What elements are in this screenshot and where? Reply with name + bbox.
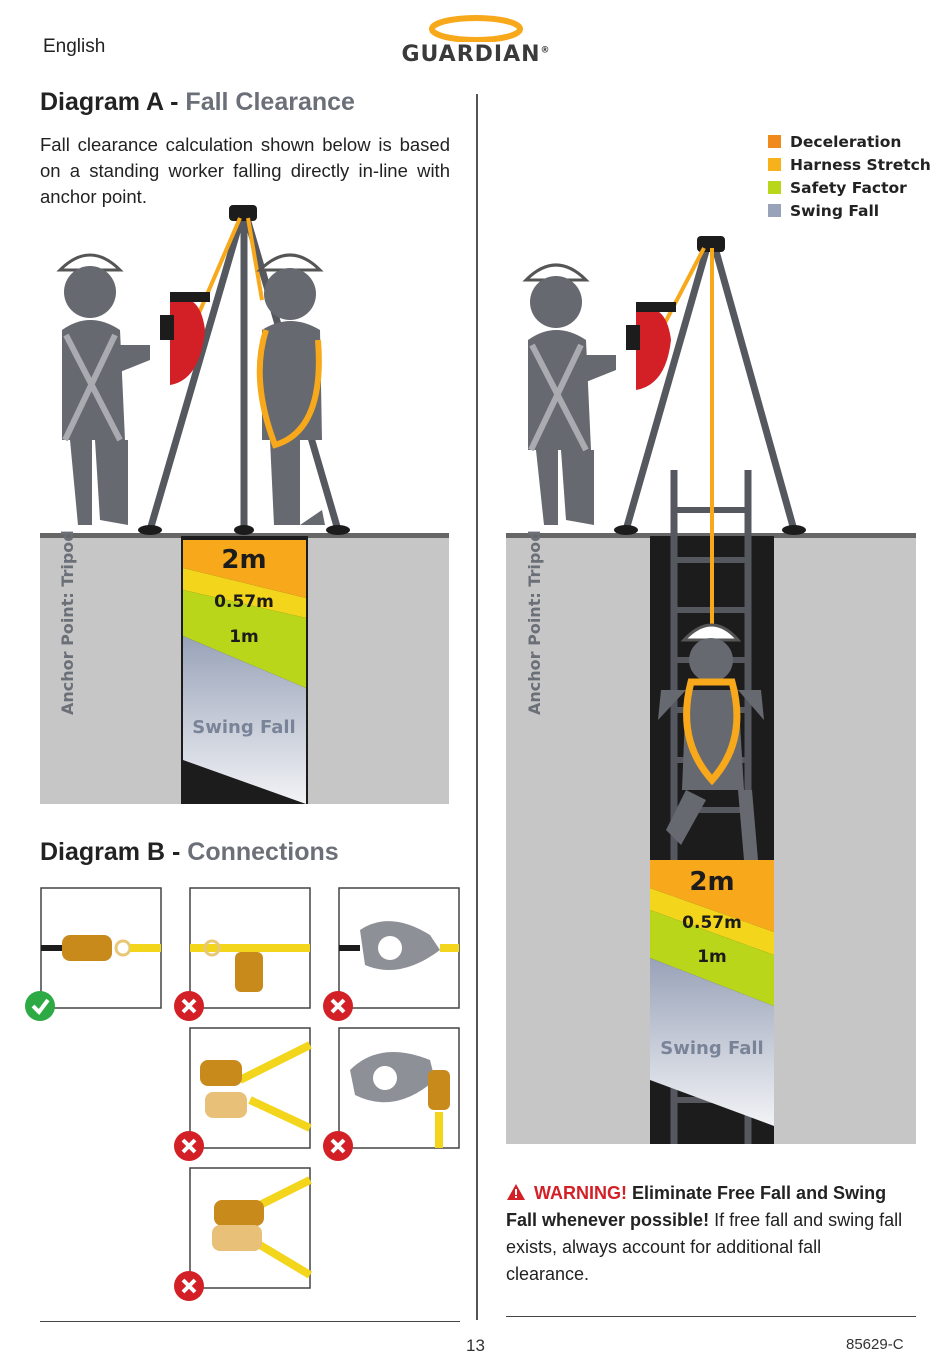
cross-icon	[174, 1131, 204, 1161]
winch-icon	[160, 292, 210, 385]
cross-icon	[323, 1131, 353, 1161]
harness-stretch-band	[183, 568, 306, 618]
cross-icon	[323, 991, 353, 1021]
worker-falling-icon	[658, 623, 764, 860]
swing-fall-band	[650, 958, 774, 1126]
legend: Deceleration Harness Stretch Safety Fact…	[768, 130, 931, 222]
diagram-a-title: Diagram A	[40, 88, 164, 116]
warning-bold-text: Eliminate Free Fall and Swing Fall whene…	[506, 1183, 887, 1230]
label-deceleration: 2m	[221, 545, 266, 575]
right-fall-illustration: 2m 0.57m 1m Swing Fall Anchor Point: Tri…	[506, 236, 916, 1144]
diagram-b-title: Diagram B	[40, 838, 166, 866]
legend-swatch	[768, 181, 781, 194]
connection-panel-incorrect	[323, 887, 460, 1021]
legend-swatch	[768, 204, 781, 217]
worker-left-icon	[56, 253, 150, 525]
connection-panel-incorrect	[174, 1167, 313, 1301]
cross-icon	[174, 1271, 204, 1301]
diagram-b-separator: -	[172, 838, 181, 866]
ground-right	[308, 536, 449, 804]
legend-label: Deceleration	[790, 132, 902, 151]
ground-left	[40, 536, 181, 804]
ground-surface	[40, 533, 449, 538]
connection-panel-incorrect	[323, 1027, 460, 1161]
safety-factor-band	[650, 910, 774, 1006]
legend-swatch	[768, 135, 781, 148]
anchor-point-label: Anchor Point: Tripod	[525, 530, 544, 715]
diagram-a-illustration: 2m 0.57m 1m Swing Fall Anchor Point: Tri…	[40, 205, 449, 804]
column-divider	[476, 94, 478, 1320]
winch-icon	[626, 302, 676, 390]
safety-factor-band	[183, 590, 306, 688]
connection-panel-incorrect	[174, 1027, 312, 1161]
legend-label: Safety Factor	[790, 178, 907, 197]
language-label: English	[43, 36, 106, 57]
deceleration-band	[183, 540, 306, 598]
diagram-a-separator: -	[170, 88, 179, 116]
diagram-b-heading: Diagram B - Connections	[40, 838, 339, 867]
worker-standing-icon	[522, 263, 616, 525]
diagram-a-subtitle: Fall Clearance	[185, 88, 355, 116]
brand-registered-mark: ®	[540, 45, 551, 56]
legend-item-deceleration: Deceleration	[768, 130, 931, 153]
legend-item-harness-stretch: Harness Stretch	[768, 153, 931, 176]
cross-icon	[174, 991, 204, 1021]
worker-right-icon	[256, 253, 325, 525]
diagram-a-intro: Fall clearance calculation shown below i…	[40, 134, 450, 207]
ground-left	[506, 536, 650, 1144]
diagram-b-subtitle: Connections	[187, 838, 339, 866]
guardian-logo: GUARDIAN®	[384, 12, 568, 68]
check-icon	[25, 991, 55, 1021]
connection-panel-correct	[25, 887, 162, 1021]
connections-grid	[25, 887, 460, 1301]
warning-text: If free fall and swing fall exists, alwa…	[506, 1210, 903, 1284]
brand-name: GUARDIAN	[401, 42, 541, 67]
label-harness-stretch: 0.57m	[214, 592, 274, 612]
warning-label: WARNING!	[534, 1183, 627, 1203]
legend-label: Harness Stretch	[790, 155, 931, 174]
diagram-a-heading: Diagram A - Fall Clearance	[40, 88, 355, 117]
label-safety-factor: 1m	[697, 947, 727, 967]
connection-panel-incorrect	[174, 887, 311, 1021]
legend-label: Swing Fall	[790, 201, 880, 220]
label-harness-stretch: 0.57m	[682, 913, 742, 933]
warning-message: WARNING! Eliminate Free Fall and Swing F…	[506, 1180, 906, 1288]
left-bottom-rule	[40, 1321, 460, 1322]
label-safety-factor: 1m	[229, 627, 259, 647]
label-swing-fall: Swing Fall	[660, 1038, 763, 1059]
legend-item-swing-fall: Swing Fall	[768, 199, 931, 222]
right-bottom-rule	[506, 1316, 916, 1317]
harness-stretch-band	[650, 888, 774, 955]
deceleration-band	[650, 860, 774, 932]
document-code: 85629-C	[846, 1336, 904, 1353]
anchor-point-label: Anchor Point: Tripod	[58, 530, 77, 715]
label-deceleration: 2m	[689, 867, 734, 897]
logo-swoosh-icon	[429, 15, 523, 42]
label-swing-fall: Swing Fall	[192, 717, 295, 738]
legend-swatch	[768, 158, 781, 171]
page-number: 13	[466, 1336, 485, 1355]
ground-right	[774, 536, 916, 1144]
swing-fall-band	[183, 636, 306, 804]
legend-item-safety-factor: Safety Factor	[768, 176, 931, 199]
warning-triangle-icon	[507, 1184, 525, 1200]
